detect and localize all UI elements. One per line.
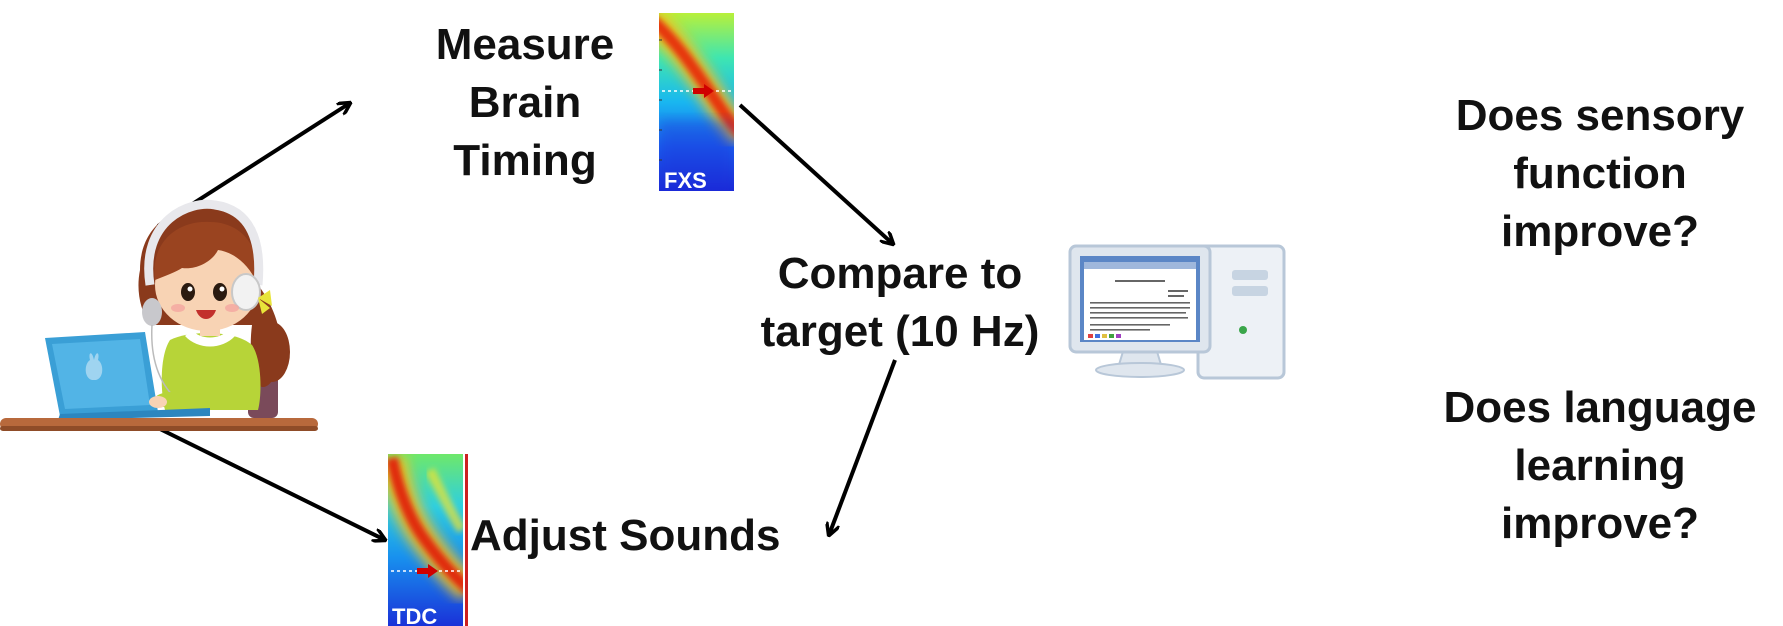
arrow-compare-to-adjust — [829, 359, 897, 535]
arrows — [156, 103, 897, 540]
label-line: Brain — [468, 78, 582, 127]
label-line: Timing — [453, 136, 597, 185]
label-line: learning — [1514, 441, 1686, 490]
arrow-measure-to-compare — [738, 103, 893, 244]
spectrogram-tdc: TDC — [388, 454, 468, 626]
label-measure-brain-timing: Measure Brain Timing — [405, 16, 645, 190]
label-adjust-sounds: Adjust Sounds — [470, 507, 830, 565]
label-compare-to-target: Compare to target (10 Hz) — [720, 245, 1080, 361]
spectrogram-fxs: FXS — [659, 13, 734, 193]
marker-arrow-tdc — [417, 564, 438, 578]
label-line: Measure — [435, 20, 615, 69]
label-line: Adjust Sounds — [470, 511, 781, 560]
label-line: improve? — [1500, 499, 1700, 548]
label-line: target (10 Hz) — [760, 307, 1040, 356]
label-line: Does sensory — [1455, 91, 1745, 140]
label-line: function — [1513, 149, 1687, 198]
label-line: Does language — [1443, 383, 1757, 432]
spectrogram-tag-fxs: FXS — [664, 168, 707, 193]
desktop-computer-icon — [1068, 244, 1286, 380]
marker-arrow-fxs — [693, 84, 714, 98]
tick-marks-fxs — [659, 39, 662, 161]
label-question-sensory: Does sensory function improve? — [1400, 87, 1783, 261]
label-question-language: Does language learning improve? — [1400, 379, 1783, 553]
label-line: Compare to — [777, 249, 1023, 298]
label-line: improve? — [1500, 207, 1700, 256]
spectrogram-tag-tdc: TDC — [392, 604, 437, 626]
child-at-laptop-icon — [0, 199, 318, 431]
colorbar-tdc — [465, 454, 468, 626]
arrow-child-to-tdc — [157, 426, 385, 540]
